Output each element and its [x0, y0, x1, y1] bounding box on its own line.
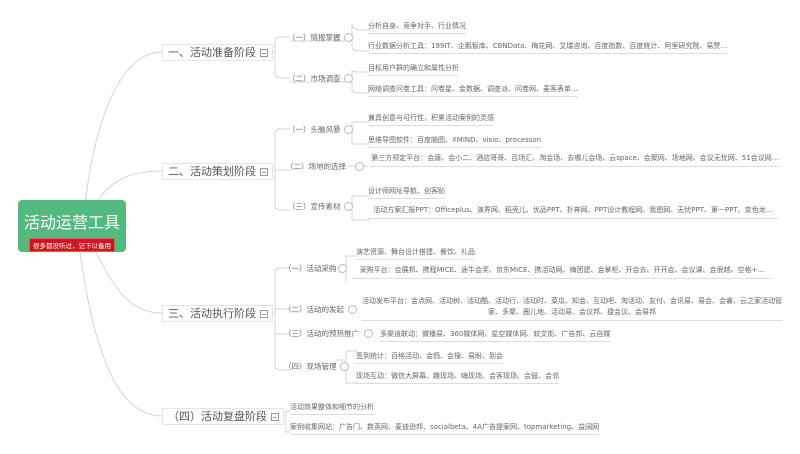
collapse-icon[interactable] [338, 264, 347, 273]
leaf-item[interactable]: 活动发布平台：会点网、活动树、活动酷、活动行、活动时、菜瓜、知会、互动吧、淘活动… [362, 296, 782, 321]
stage-label: 三、活动执行阶段 [168, 307, 256, 320]
leaf-item[interactable]: 分析自身、竞争对手、行业情况 [368, 21, 466, 34]
root-title: 活动运营工具 [23, 213, 120, 232]
group-warmup[interactable]: （三）活动的预热推广 [284, 329, 359, 338]
stage-label: 二、活动策划阶段 [168, 165, 256, 178]
collapse-icon[interactable] [271, 413, 279, 421]
stage-label: （四）活动复盘阶段 [168, 410, 267, 423]
group-onsite[interactable]: （四）现场管理 [284, 362, 337, 371]
collapse-icon[interactable] [260, 168, 268, 176]
stage-planning[interactable]: 二、活动策划阶段 [162, 163, 273, 180]
stage-preparation[interactable]: 一、活动准备阶段 [162, 44, 273, 61]
group-promo-material[interactable]: （三）宣传素材 [288, 202, 341, 211]
leaf-item[interactable]: 采购平台：会展邦、携程MICE、途牛会奖、京东MICE、携活动网、嗨团建、会掌柜… [352, 265, 772, 279]
leaf-item[interactable]: 思维导图软件：百度脑图、XMIND、visio、processon [368, 135, 542, 148]
group-procurement[interactable]: （一）活动采购 [284, 264, 337, 273]
leaf-item[interactable]: 演艺资源、舞台设计搭建、餐饮、礼品 [356, 247, 475, 260]
leaf-item[interactable]: 活动效果整体和细节的分析 [290, 402, 374, 415]
leaf-item[interactable]: 设计师网址导航、创客贴 [368, 186, 445, 199]
collapse-icon[interactable] [344, 125, 353, 134]
collapse-icon[interactable] [344, 74, 353, 83]
leaf-item[interactable]: 兼具创意与可行性，积累活动案例的灵感 [368, 113, 494, 126]
group-brainstorm[interactable]: （一）头脑风暴 [288, 125, 341, 134]
leaf-item[interactable]: 签到统计：百格活动、会鸽、会搜、易盼、到会 [356, 351, 503, 364]
leaf-item[interactable]: 网络调查问卷工具：问卷星、金数据、调查派、问卷网、麦客表单… [368, 84, 578, 97]
collapse-icon[interactable] [260, 310, 268, 318]
group-intel[interactable]: （一）情报掌握 [288, 33, 341, 42]
leaf-item[interactable]: 目标用户群的确立和属性分析 [368, 63, 459, 76]
stage-execution[interactable]: 三、活动执行阶段 [162, 305, 273, 322]
stage-review[interactable]: （四）活动复盘阶段 [162, 408, 284, 425]
leaf-item[interactable]: 多渠道联动：微播易、360媒体网、星空媒体网、软文街、广告邦、云自媒 [380, 329, 611, 342]
leaf-item[interactable]: 第三方预定平台：会唐、会小二、酒店哥哥、百场汇、淘会场、去哪儿会场、云space… [370, 153, 780, 167]
group-launch[interactable]: （二）活动的发起 [284, 305, 344, 314]
collapse-icon[interactable] [355, 162, 364, 171]
collapse-icon[interactable] [344, 33, 353, 42]
leaf-item[interactable]: 活动方案汇报PPT：Officeplus、演界网、稻壳儿、优品PPT、扑奔网、P… [368, 205, 778, 219]
group-venue[interactable]: （二）场地的选择 [286, 162, 346, 171]
leaf-item[interactable]: 现场互动：微信大屏幕、趣现场、嗨现场、会客现场、会鼓、会邻 [356, 371, 559, 384]
leaf-item[interactable]: 行业数据分析工具：199IT、企鹅智库、CBNData、梅花网、艾瑞咨询、百度指… [368, 41, 728, 54]
stage-label: 一、活动准备阶段 [168, 46, 256, 59]
collapse-icon[interactable] [348, 305, 357, 314]
leaf-item[interactable]: 案例收集网站：广告门、数英网、麦迪逊邦、socialbeta、4A广告提案网、t… [290, 422, 600, 435]
collapse-icon[interactable] [260, 49, 268, 57]
root-node[interactable]: 活动运营工具 很多都没听过，记下以备用 [18, 200, 126, 252]
group-market-research[interactable]: （二）市场调查 [288, 74, 341, 83]
collapse-icon[interactable] [340, 362, 349, 371]
collapse-icon[interactable] [344, 202, 353, 211]
collapse-icon[interactable] [364, 329, 373, 338]
root-note-badge: 很多都没听过，记下以备用 [29, 238, 115, 252]
